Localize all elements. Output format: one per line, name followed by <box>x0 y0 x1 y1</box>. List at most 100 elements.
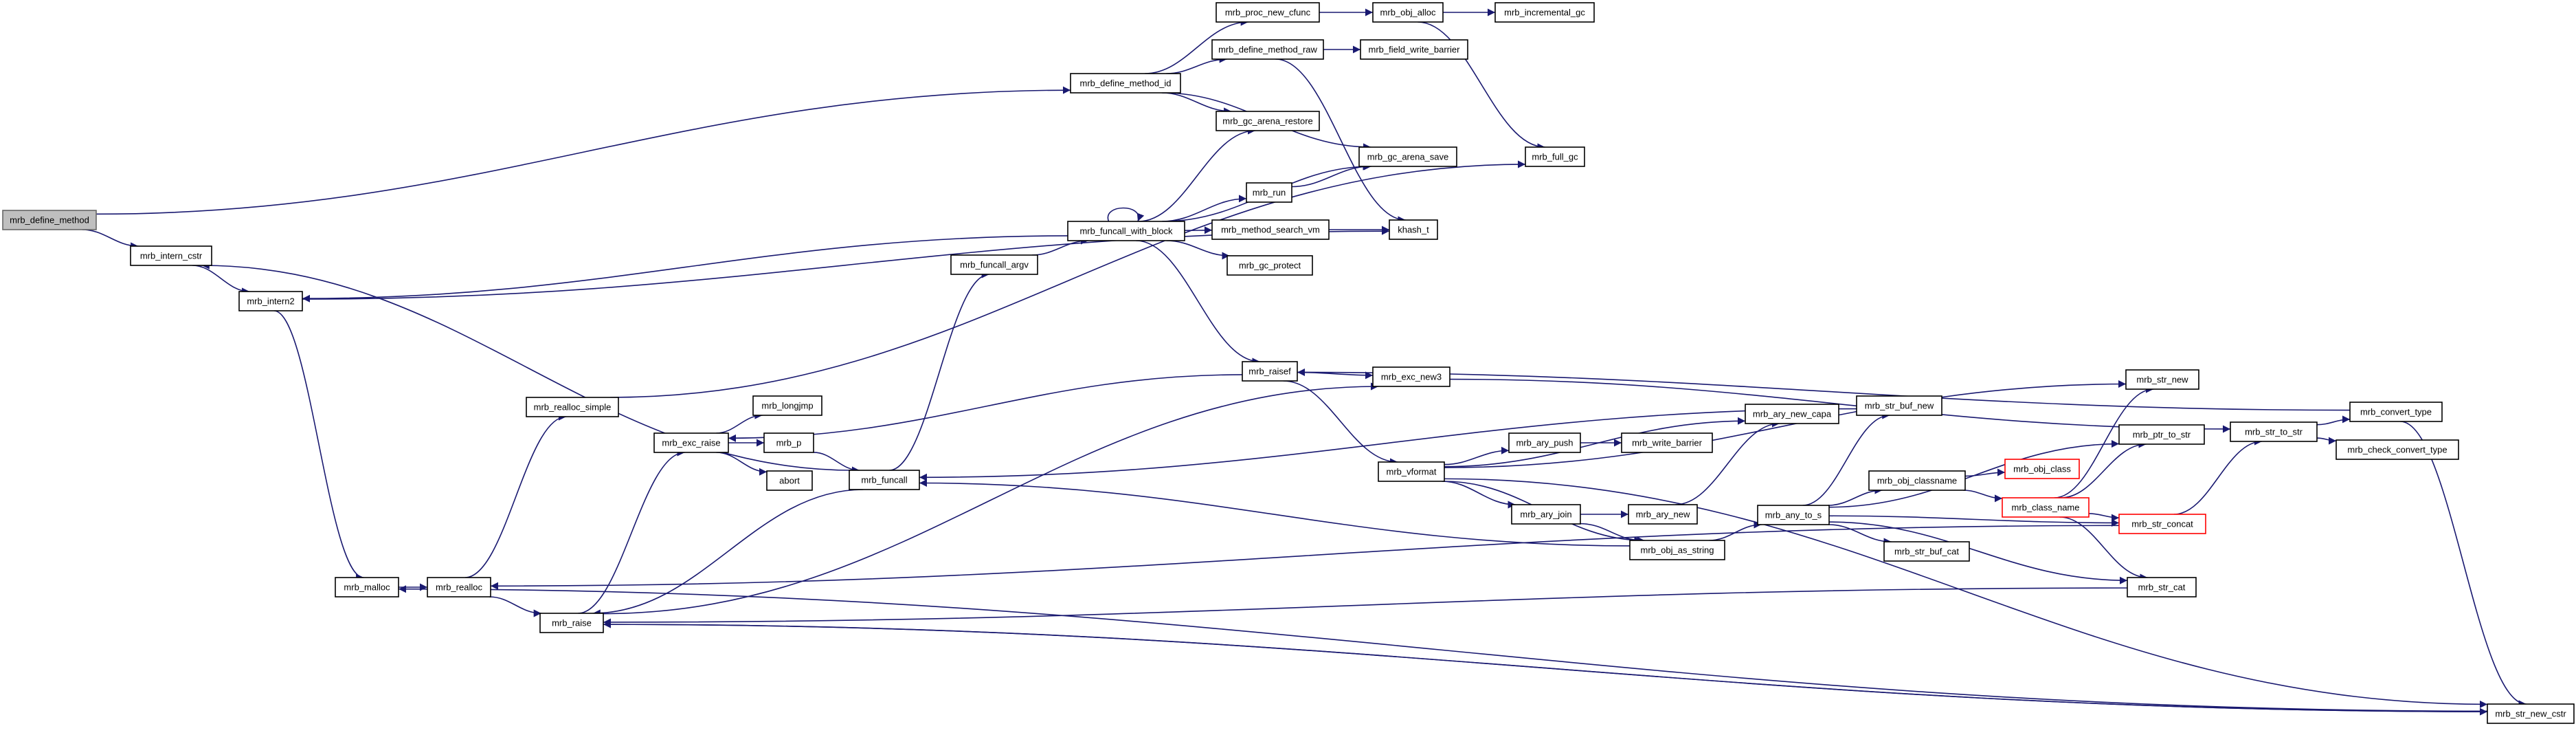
node-mrb-gc-arena-restore[interactable]: mrb_gc_arena_restore <box>1216 111 1320 131</box>
node-mrb-method-search-vm[interactable]: mrb_method_search_vm <box>1211 219 1330 240</box>
node-label: mrb_obj_classname <box>1877 476 1957 486</box>
edge-mrb-vformat-to-mrb-str-new-cstr <box>1444 478 2488 708</box>
node-mrb-run[interactable]: mrb_run <box>1246 182 1292 203</box>
node-mrb-define-method[interactable]: mrb_define_method <box>2 210 97 230</box>
node-label: mrb_define_method_raw <box>1218 45 1317 55</box>
node-label: mrb_intern_cstr <box>140 251 203 261</box>
node-mrb-exc-new3[interactable]: mrb_exc_new3 <box>1372 366 1451 387</box>
node-label: mrb_class_name <box>2012 503 2080 513</box>
node-mrb-obj-classname[interactable]: mrb_obj_classname <box>1868 470 1966 491</box>
edge-mrb-class-name-to-mrb-ptr-to-str <box>2061 440 2147 498</box>
node-abort[interactable]: abort <box>766 470 813 491</box>
node-box <box>653 432 729 453</box>
node-mrb-any-to-s[interactable]: mrb_any_to_s <box>1757 505 1830 525</box>
edge-mrb-exc-new3-to-mrb-str-to-str <box>1449 378 2231 433</box>
edge-mrb-define-method-id-to-mrb-proc-new-cfunc <box>1145 18 1248 74</box>
node-box <box>1629 540 1725 560</box>
node-mrb-exc-raise[interactable]: mrb_exc_raise <box>653 432 729 453</box>
node-mrb-define-method-raw[interactable]: mrb_define_method_raw <box>1211 39 1324 60</box>
node-mrb-incremental-gc[interactable]: mrb_incremental_gc <box>1494 2 1595 23</box>
node-label: mrb_raisef <box>1248 366 1291 377</box>
edge-mrb-obj-classname-to-mrb-obj-class <box>1964 468 2006 477</box>
node-box <box>539 613 604 633</box>
node-mrb-vformat[interactable]: mrb_vformat <box>1378 461 1445 482</box>
node-mrb-raise[interactable]: mrb_raise <box>539 613 604 633</box>
node-label: mrb_str_new <box>2136 375 2188 385</box>
node-label: mrb_realloc <box>436 582 482 593</box>
edge-mrb-str-buf-new-to-mrb-funcall <box>919 408 1857 481</box>
node-box <box>1868 470 1966 491</box>
node-label: mrb_str_new_cstr <box>2495 709 2566 719</box>
node-label: mrb_write_barrier <box>1632 438 1703 448</box>
node-mrb-ary-join[interactable]: mrb_ary_join <box>1511 504 1581 525</box>
node-mrb-ary-new-capa[interactable]: mrb_ary_new_capa <box>1745 404 1839 424</box>
node-mrb-obj-class[interactable]: mrb_obj_class <box>2004 459 2080 479</box>
node-mrb-longjmp[interactable]: mrb_longjmp <box>752 395 822 416</box>
node-mrb-funcall-with-block[interactable]: mrb_funcall_with_block <box>1067 221 1185 241</box>
node-box <box>1745 404 1839 424</box>
node-mrb-obj-as-string[interactable]: mrb_obj_as_string <box>1629 540 1725 560</box>
node-mrb-str-buf-cat[interactable]: mrb_str_buf_cat <box>1883 541 1970 562</box>
node-mrb-funcall-argv[interactable]: mrb_funcall_argv <box>950 254 1038 275</box>
edge-mrb-funcall-with-block-to-mrb-gc-protect <box>1166 240 1230 260</box>
edge-mrb-define-method-raw-to-kh-hash-t <box>1275 58 1406 224</box>
node-mrb-write-barrier[interactable]: mrb_write_barrier <box>1621 432 1713 453</box>
node-mrb-field-write-barrier[interactable]: mrb_field_write_barrier <box>1360 39 1468 60</box>
node-label: mrb_check_convert_type <box>2347 445 2447 455</box>
node-label: mrb_ary_new <box>1636 509 1690 520</box>
node-mrb-gc-arena-save[interactable]: mrb_gc_arena_save <box>1358 146 1457 167</box>
node-mrb-convert-type[interactable]: mrb_convert_type <box>2349 402 2443 422</box>
edge-mrb-funcall-with-block-to-mrb-run <box>1161 195 1247 222</box>
node-label: abort <box>779 476 800 486</box>
node-label: mrb_any_to_s <box>1765 510 1822 520</box>
node-kh-hash-t[interactable]: khash_t <box>1389 219 1438 240</box>
node-mrb-ary-new[interactable]: mrb_ary_new <box>1628 504 1698 525</box>
node-mrb-funcall[interactable]: mrb_funcall <box>849 470 920 490</box>
node-mrb-str-concat[interactable]: mrb_str_concat <box>2118 514 2206 534</box>
node-mrb-check-convert-type[interactable]: mrb_check_convert_type <box>2336 439 2459 460</box>
node-box <box>1358 146 1457 167</box>
node-mrb-intern2[interactable]: mrb_intern2 <box>238 291 303 311</box>
node-mrb-p[interactable]: mrb_p <box>763 432 814 453</box>
node-mrb-gc-protect[interactable]: mrb_gc_protect <box>1227 255 1313 276</box>
node-label: mrb_proc_new_cfunc <box>1225 8 1311 18</box>
node-box <box>1525 146 1585 167</box>
node-mrb-str-to-str[interactable]: mrb_str_to_str <box>2230 421 2318 442</box>
edge-mrb-str-new-cstr-to-mrb-raise <box>603 620 2488 712</box>
node-box <box>1242 361 1298 382</box>
node-mrb-class-name[interactable]: mrb_class_name <box>2002 497 2090 518</box>
node-box <box>1378 461 1445 482</box>
node-mrb-define-method-id[interactable]: mrb_define_method_id <box>1070 73 1181 94</box>
node-mrb-raisef[interactable]: mrb_raisef <box>1242 361 1298 382</box>
node-label: mrb_funcall <box>861 475 907 485</box>
node-label: mrb_str_to_str <box>2245 427 2303 437</box>
node-mrb-malloc[interactable]: mrb_malloc <box>335 577 399 597</box>
node-box <box>1511 504 1581 525</box>
node-mrb-proc-new-cfunc[interactable]: mrb_proc_new_cfunc <box>1216 2 1320 23</box>
node-mrb-realloc[interactable]: mrb_realloc <box>427 577 491 597</box>
node-mrb-str-buf-new[interactable]: mrb_str_buf_new <box>1856 395 1942 416</box>
node-label: mrb_ary_new_capa <box>1753 409 1832 419</box>
edge-mrb-str-concat-to-mrb-realloc <box>490 525 2120 590</box>
node-mrb-ptr-to-str[interactable]: mrb_ptr_to_str <box>2118 424 2205 445</box>
node-mrb-intern-cstr[interactable]: mrb_intern_cstr <box>130 245 212 266</box>
node-label: mrb_ary_push <box>1516 438 1573 448</box>
node-label: mrb_p <box>776 438 802 448</box>
node-mrb-realloc-simple[interactable]: mrb_realloc_simple <box>526 397 619 417</box>
edge-mrb-any-to-s-to-mrb-str-buf-cat <box>1828 524 1892 546</box>
node-label: mrb_define_method_id <box>1080 78 1172 89</box>
node-mrb-obj-alloc[interactable]: mrb_obj_alloc <box>1372 2 1444 23</box>
node-box <box>1067 221 1185 241</box>
node-mrb-str-new[interactable]: mrb_str_new <box>2125 369 2199 390</box>
node-mrb-str-cat[interactable]: mrb_str_cat <box>2127 577 2197 597</box>
edge-mrb-funcall-to-mrb-intern-cstr <box>201 261 854 471</box>
node-mrb-ary-push[interactable]: mrb_ary_push <box>1508 432 1581 453</box>
edge-mrb-intern2-to-kh-hash-t <box>302 227 1390 300</box>
node-label: mrb_exc_new3 <box>1381 372 1442 382</box>
node-box <box>1216 111 1320 131</box>
node-mrb-str-new-cstr[interactable]: mrb_str_new_cstr <box>2487 703 2575 724</box>
edge-mrb-any-to-s-to-mrb-str-buf-new <box>1802 411 1890 506</box>
node-mrb-full-gc[interactable]: mrb_full_gc <box>1525 146 1585 167</box>
node-box <box>1494 2 1595 23</box>
edge-mrb-p-to-mrb-funcall <box>813 452 860 474</box>
